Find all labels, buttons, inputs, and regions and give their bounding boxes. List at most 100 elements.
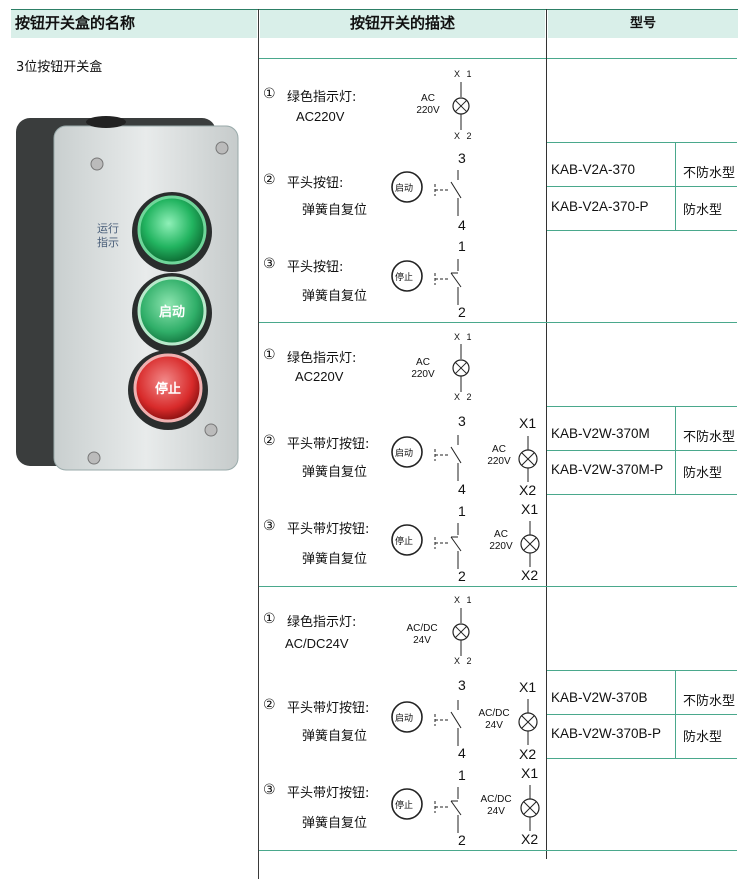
item-title: 平头带灯按钮: <box>287 522 370 537</box>
lamp-icon <box>452 608 470 656</box>
terminal-bottom: X 2 <box>454 131 474 141</box>
item-num: ③ <box>263 256 276 272</box>
model-code: KAB-V2W-370B <box>551 690 648 705</box>
item-sub: AC/DC24V <box>285 636 349 651</box>
model-type: 不防水型 <box>683 430 736 445</box>
lamp-terminal-top: X1 <box>519 415 537 431</box>
button-label: 启动 <box>395 184 414 194</box>
lamp-terminal-bottom: X2 <box>519 746 537 762</box>
lamp-icon <box>452 82 470 130</box>
header-top-rule <box>11 9 738 10</box>
screw-icon <box>204 423 218 437</box>
terminal-bottom: X 2 <box>454 656 474 666</box>
terminal-bottom: 2 <box>458 304 466 320</box>
lamp-icon <box>518 436 538 482</box>
terminal-top: 3 <box>458 150 466 166</box>
lamp-icon <box>452 344 470 392</box>
lamp-terminal-top: X1 <box>521 501 539 517</box>
model-type: 不防水型 <box>683 166 736 181</box>
item-title: 平头带灯按钮: <box>287 786 370 801</box>
model-code: KAB-V2W-370B-P <box>551 726 662 741</box>
lamp-terminal-top: X1 <box>521 765 539 781</box>
product-name: 3位按钮开关盒 <box>16 60 103 75</box>
button-symbol <box>391 787 462 833</box>
model-code: KAB-V2A-370 <box>551 162 636 177</box>
model-code: KAB-V2W-370M-P <box>551 462 664 477</box>
terminal-bottom: 4 <box>458 217 466 233</box>
terminal-bottom: 4 <box>458 481 466 497</box>
model-type: 防水型 <box>683 203 723 218</box>
item-title: 绿色指示灯: <box>287 351 357 366</box>
item-sub: 弹簧自复位 <box>302 203 368 218</box>
item-title: 平头按钮: <box>287 260 344 275</box>
model-type: 防水型 <box>683 466 723 481</box>
item-title: 平头按钮: <box>287 176 344 191</box>
model-code: KAB-V2W-370M <box>551 426 650 441</box>
button-symbol <box>391 523 462 569</box>
item-num: ② <box>263 172 276 188</box>
item-num: ② <box>263 433 276 449</box>
terminal-top: 1 <box>458 503 466 519</box>
lamp-terminal-top: X1 <box>519 679 537 695</box>
photo-label-run-bottom: 指示 <box>97 235 119 249</box>
button-symbol <box>391 259 462 305</box>
lamp-terminal-bottom: X2 <box>519 482 537 498</box>
header-underline-desc <box>259 58 546 59</box>
table-bottom <box>259 850 737 851</box>
item-sub: AC220V <box>296 109 345 124</box>
item-num: ① <box>263 347 276 363</box>
start-button <box>137 276 207 346</box>
button-symbol <box>391 435 462 481</box>
lamp-icon <box>520 521 540 567</box>
item-sub: 弹簧自复位 <box>302 816 368 831</box>
item-sub: 弹簧自复位 <box>302 289 368 304</box>
screw-icon <box>87 451 101 465</box>
product-photo: 运行 指示 启动 停止 <box>16 116 239 471</box>
item-sub: 弹簧自复位 <box>302 465 368 480</box>
item-title: 绿色指示灯: <box>287 615 357 630</box>
screw-icon <box>90 157 104 171</box>
item-sub: 弹簧自复位 <box>302 552 368 567</box>
button-label: 启动 <box>395 714 414 724</box>
terminal-bottom: X 2 <box>454 392 474 402</box>
lamp-terminal-bottom: X2 <box>521 567 539 583</box>
model-type: 防水型 <box>683 730 723 745</box>
item-title: 平头带灯按钮: <box>287 437 370 452</box>
item-num: ① <box>263 86 276 102</box>
button-symbol <box>391 170 462 216</box>
group-separator-1 <box>259 322 737 323</box>
lamp-icon <box>520 785 540 831</box>
lamp-terminal-bottom: X2 <box>521 831 539 847</box>
terminal-top: X 1 <box>454 69 474 79</box>
item-num: ② <box>263 697 276 713</box>
header-model-cell: 型号 <box>548 9 738 38</box>
terminal-top: X 1 <box>454 595 474 605</box>
item-sub: AC220V <box>295 369 344 384</box>
model-code: KAB-V2A-370-P <box>551 199 649 214</box>
item-num: ③ <box>263 782 276 798</box>
item-title: 平头带灯按钮: <box>287 701 370 716</box>
photo-btn-start: 启动 <box>159 304 185 320</box>
photo-label-run-top: 运行 <box>97 222 119 235</box>
terminal-top: 3 <box>458 413 466 429</box>
header-underline-model <box>547 58 737 59</box>
terminal-top: 1 <box>458 767 466 783</box>
header-model: 型号 <box>629 16 656 31</box>
button-label: 停止 <box>395 273 414 283</box>
item-num: ① <box>263 611 276 627</box>
header-desc-cell: 按钮开关的描述 <box>260 9 545 38</box>
header-name-cell: 按钮开关盒的名称 <box>11 9 257 38</box>
header-desc: 按钮开关的描述 <box>349 14 455 32</box>
stop-button <box>133 353 203 423</box>
terminal-top: 3 <box>458 677 466 693</box>
divider-col2 <box>546 9 547 859</box>
lamp-icon <box>518 699 538 745</box>
header-name: 按钮开关盒的名称 <box>15 14 136 32</box>
terminal-bottom: 4 <box>458 745 466 761</box>
